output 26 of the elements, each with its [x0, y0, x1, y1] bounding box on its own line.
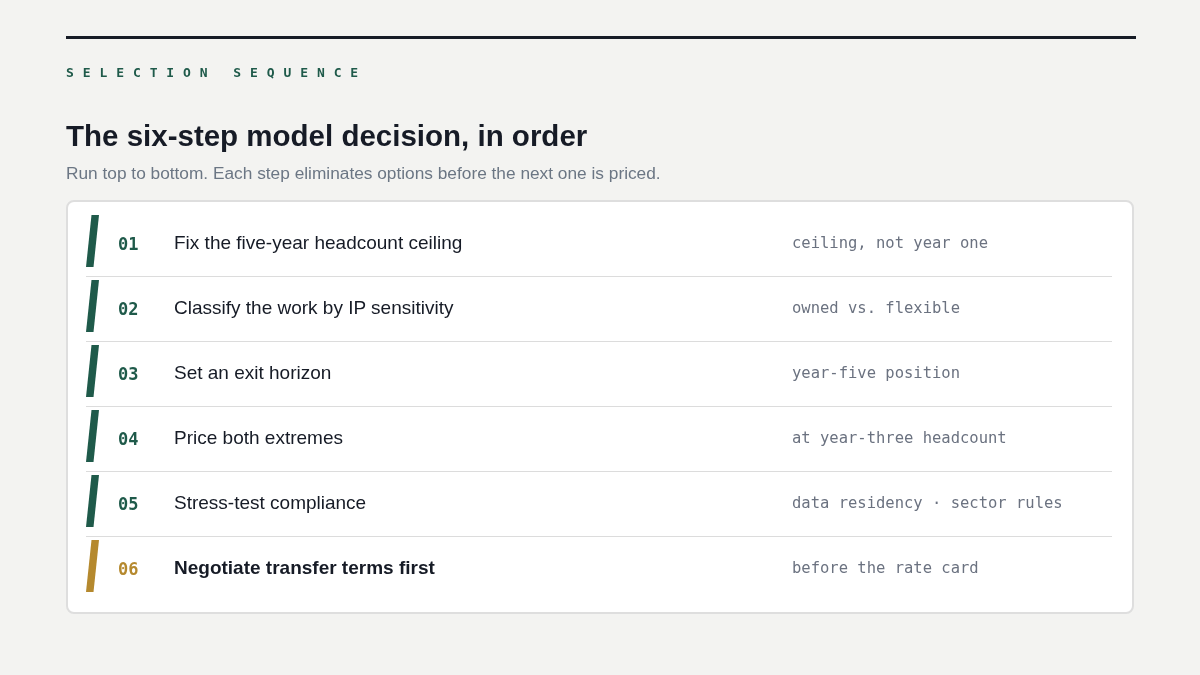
step-number: 05 [118, 494, 139, 514]
step-note: at year-three headcount [792, 429, 1007, 448]
step-number: 04 [118, 429, 139, 449]
step-note: ceiling, not year one [792, 234, 988, 253]
step-note: owned vs. flexible [792, 299, 960, 318]
step-row [86, 472, 1112, 537]
step-number: 02 [118, 299, 139, 319]
step-number: 01 [118, 234, 139, 254]
step-title: Fix the five-year headcount ceiling [174, 232, 463, 254]
step-note: year-five position [792, 364, 960, 383]
step-title: Price both extremes [174, 427, 343, 449]
step-row [86, 342, 1112, 407]
step-note: before the rate card [792, 559, 979, 578]
step-title: Set an exit horizon [174, 362, 332, 384]
step-title: Negotiate transfer terms first [174, 557, 435, 579]
step-title: Classify the work by IP sensitivity [174, 297, 454, 319]
step-note: data residency · sector rules [792, 494, 1063, 513]
step-row [86, 277, 1112, 342]
subtitle: Run top to bottom. Each step eliminates options before the next one is priced. [66, 163, 661, 184]
step-number: 03 [118, 364, 139, 384]
step-row [86, 407, 1112, 472]
page-title: The six-step model decision, in order [66, 119, 588, 153]
step-number: 06 [118, 559, 139, 579]
eyebrow-label: SELECTION SEQUENCE [66, 65, 368, 80]
step-title: Stress-test compliance [174, 492, 367, 514]
step-card [66, 200, 1134, 614]
